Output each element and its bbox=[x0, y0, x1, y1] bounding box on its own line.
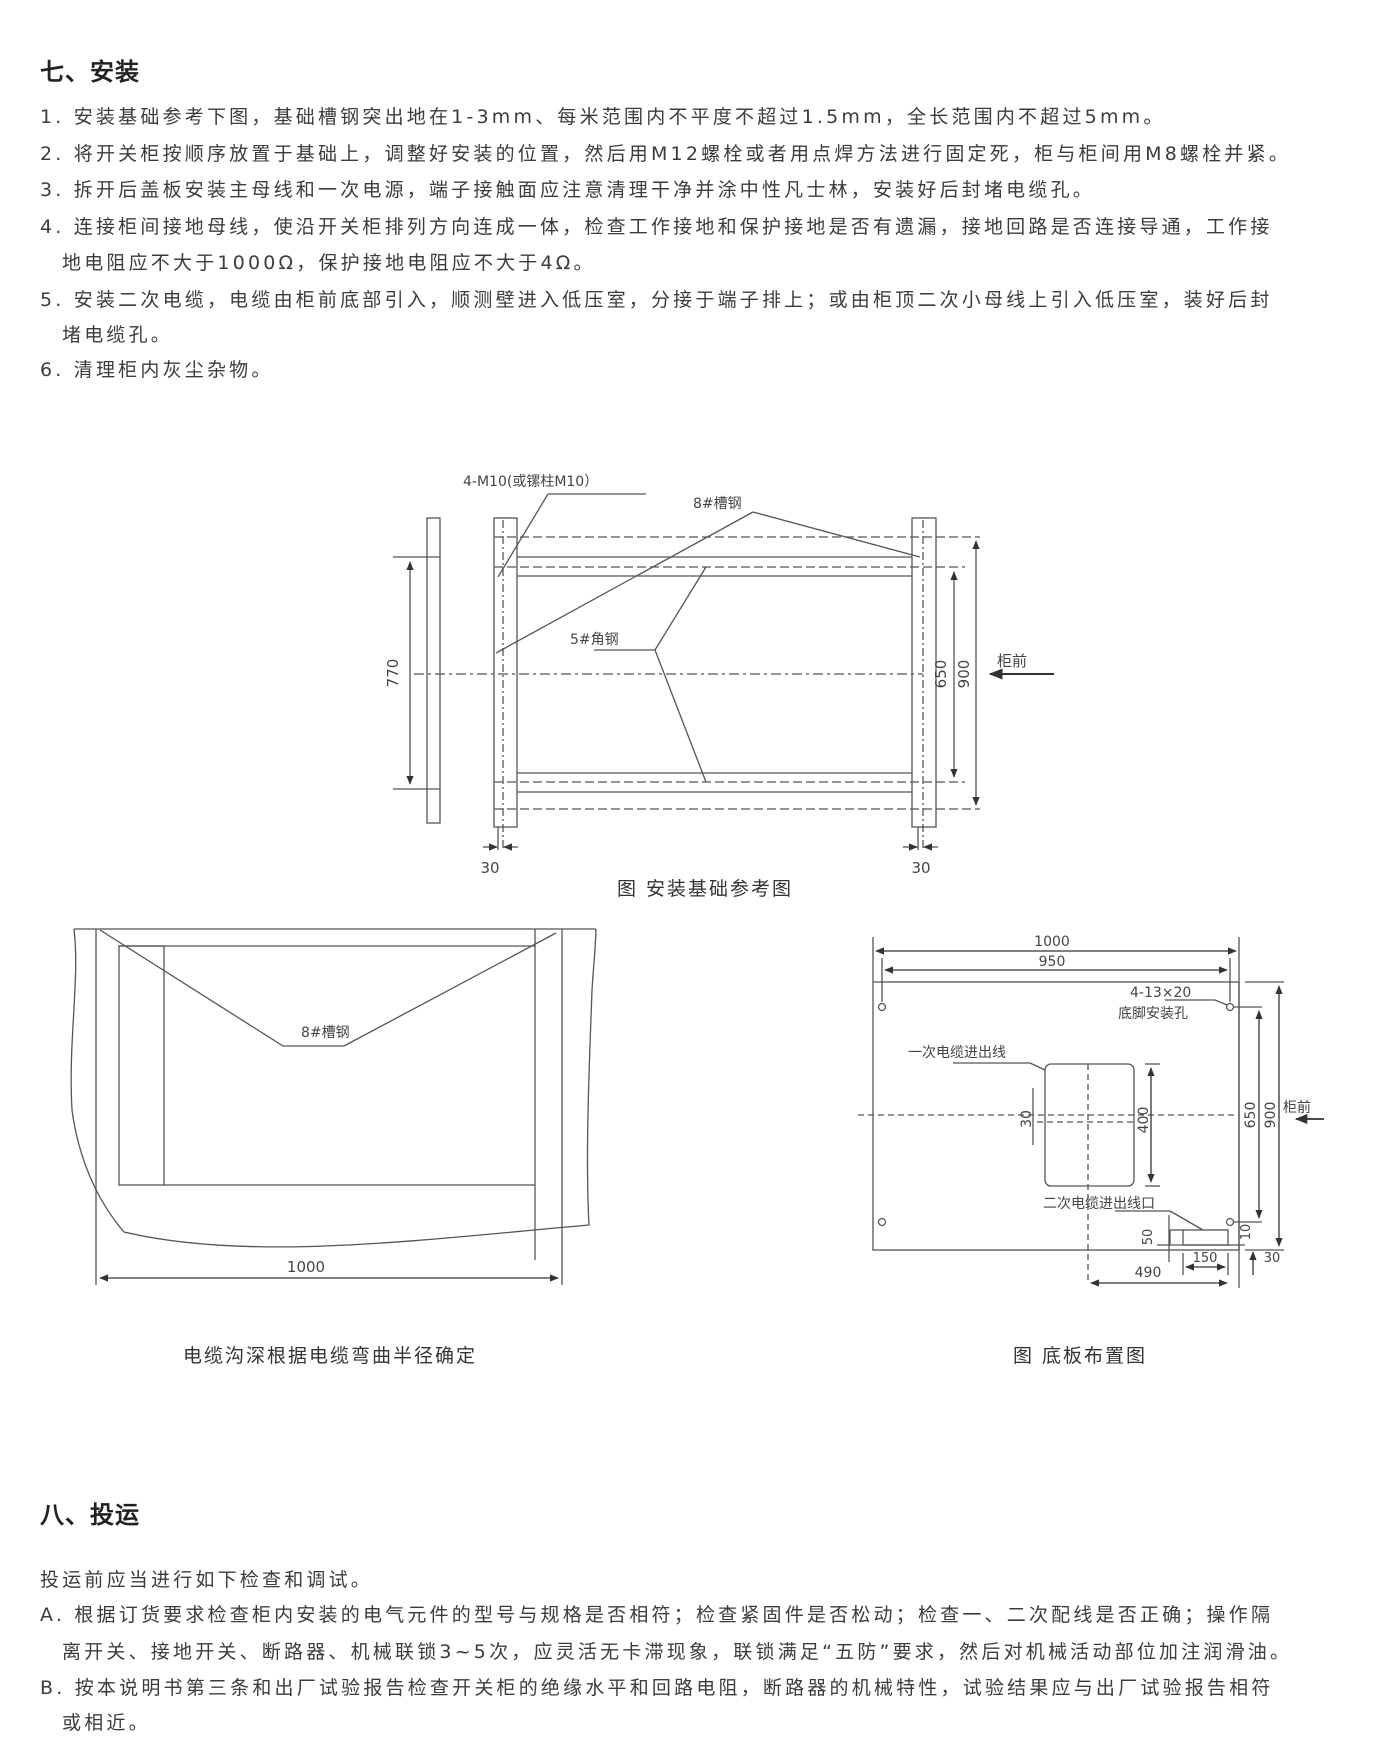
plate-dim-650-label: 650 bbox=[1243, 1102, 1259, 1129]
install-step-5: 5. 安装二次电缆，电缆由柜前底部引入，顺测壁进入低压室，分接于端子排上；或由柜… bbox=[40, 289, 1273, 311]
plate-dim-900-label: 900 bbox=[1263, 1102, 1279, 1129]
commissioning-step-a: A. 根据订货要求检查柜内安装的电气元件的型号与规格是否相符；检查紧固件是否松动… bbox=[40, 1604, 1274, 1626]
plate-dim-950-label: 950 bbox=[1039, 954, 1066, 970]
dim-770-label: 770 bbox=[384, 659, 402, 688]
plate-dim-150-label: 150 bbox=[1193, 1251, 1218, 1266]
hole-spec-label: 4-13×20 bbox=[1130, 985, 1191, 1001]
install-step-4: 4. 连接柜间接地母线，使沿开关柜排列方向连成一体，检查工作接地和保护接地是否有… bbox=[40, 216, 1273, 238]
plate-dim-30b-label: 30 bbox=[1264, 1251, 1281, 1266]
figure2-caption: 电缆沟深根据电缆弯曲半径确定 bbox=[183, 1345, 478, 1367]
commissioning-step-a-cont: 离开关、接地开关、断路器、机械联锁3~5次，应灵活无卡滞现象，联锁满足“五防”要… bbox=[62, 1641, 1293, 1663]
section-7-title: 七、安装 bbox=[40, 58, 140, 86]
front-label: 柜前 bbox=[997, 652, 1027, 670]
channel-steel-label: 8#槽钢 bbox=[693, 496, 742, 512]
mounting-hole-icon bbox=[1225, 1217, 1235, 1227]
figure3-caption: 图 底板布置图 bbox=[1013, 1345, 1148, 1367]
angle-steel-label: 5#角钢 bbox=[570, 632, 619, 648]
trench-dim-1000-label: 1000 bbox=[287, 1258, 325, 1276]
trench-channel-label: 8#槽钢 bbox=[301, 1025, 350, 1041]
plate-dim-10-label: 10 bbox=[1239, 1224, 1254, 1241]
install-step-2: 2. 将开关柜按顺序放置于基础上，调整好安装的位置，然后用M12螺栓或者用点焊方… bbox=[40, 143, 1292, 165]
plate-dim-400-label: 400 bbox=[1136, 1107, 1152, 1134]
install-step-3: 3. 拆开后盖板安装主母线和一次电源，端子接触面应注意清理干净并涂中性凡士林，安… bbox=[40, 179, 1095, 201]
commissioning-step-b: B. 按本说明书第三条和出厂试验报告检查开关柜的绝缘水平和回路电阻，断路器的机械… bbox=[40, 1677, 1274, 1699]
primary-cable-label: 一次电缆进出线 bbox=[908, 1045, 1006, 1061]
plate-dim-490-label: 490 bbox=[1135, 1265, 1162, 1281]
secondary-cable-label: 二次电缆进出线口 bbox=[1043, 1196, 1155, 1212]
mounting-hole-icon bbox=[877, 1217, 887, 1227]
section-8-title: 八、投运 bbox=[40, 1501, 140, 1529]
dim-30-right-label: 30 bbox=[911, 859, 930, 877]
plate-front-label: 柜前 bbox=[1283, 1099, 1311, 1116]
install-step-6: 6. 清理柜内灰尘杂物。 bbox=[40, 359, 274, 381]
figure1-caption: 图 安装基础参考图 bbox=[617, 878, 794, 900]
dim-650-label: 650 bbox=[932, 660, 950, 689]
plate-dim-30-label: 30 bbox=[1019, 1110, 1035, 1128]
plate-dim-50-label: 50 bbox=[1141, 1229, 1156, 1246]
dim-30-left-label: 30 bbox=[480, 859, 499, 877]
bolt-label: 4-M10(或镙柱M10） bbox=[463, 474, 598, 490]
mounting-hole-icon bbox=[1225, 1002, 1235, 1012]
install-step-5-cont: 堵电缆孔。 bbox=[62, 324, 174, 346]
commissioning-step-b-cont: 或相近。 bbox=[62, 1712, 151, 1734]
install-step-1: 1. 安装基础参考下图，基础槽钢突出地在1-3mm、每米范围内不平度不超过1.5… bbox=[40, 106, 1166, 128]
install-step-4-cont: 地电阻应不大于1000Ω，保护接地电阻应不大于4Ω。 bbox=[62, 252, 596, 274]
dim-900-label: 900 bbox=[955, 660, 973, 689]
mounting-hole-icon bbox=[877, 1002, 887, 1012]
commissioning-intro: 投运前应当进行如下检查和调试。 bbox=[40, 1569, 374, 1591]
hole-label: 底脚安装孔 bbox=[1118, 1006, 1188, 1022]
plate-dim-1000-label: 1000 bbox=[1034, 934, 1070, 950]
